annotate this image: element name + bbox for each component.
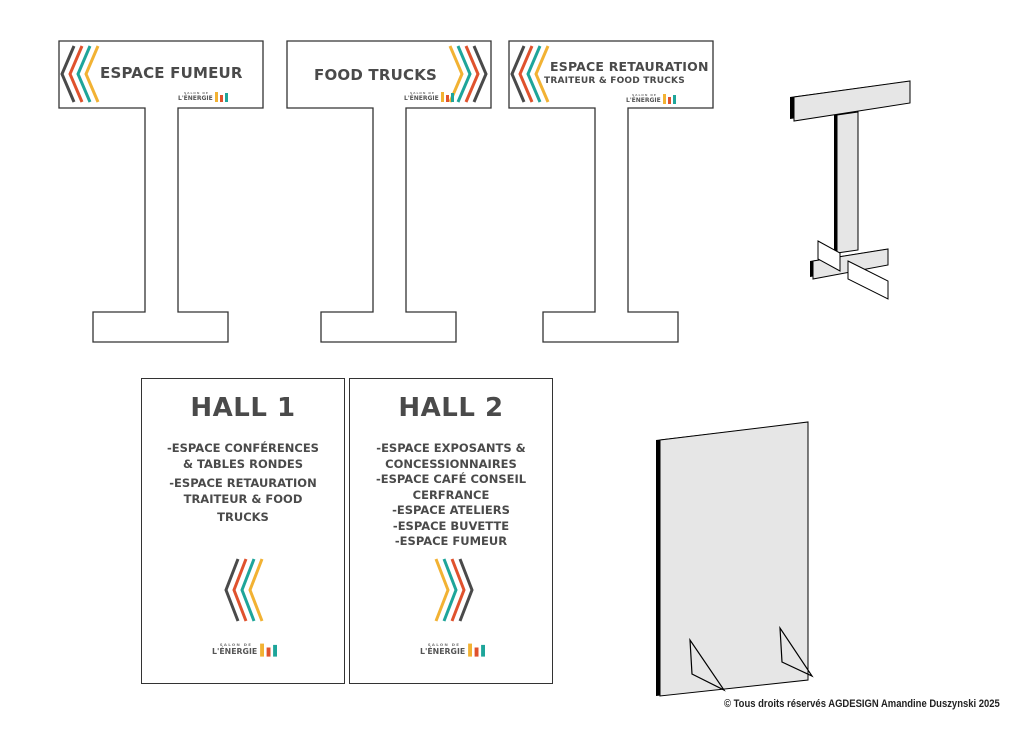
list-item: CERFRANCE — [412, 487, 490, 502]
sign-title: ESPACE FUMEUR — [100, 64, 243, 82]
hall-panel-2: HALL 2 -ESPACE EXPOSANTS & CONCESSIONNAI… — [349, 378, 553, 684]
chevron-right-icon — [434, 558, 474, 622]
sign-title: ESPACE RETAURATION — [550, 59, 709, 74]
list-item: TRAITEUR & FOOD — [183, 491, 303, 506]
list-item: TRUCKS — [217, 510, 269, 524]
hall-item-list: -ESPACE EXPOSANTS & CONCESSIONNAIRES -ES… — [358, 441, 544, 550]
sign-title: FOOD TRUCKS — [314, 66, 438, 84]
hall-title: HALL 1 — [190, 393, 296, 423]
chevron-left-icon — [60, 45, 100, 103]
hall-title: HALL 2 — [398, 393, 504, 423]
sign-espace-restauration: ESPACE RETAURATION TRAITEUR & FOOD TRUCK… — [508, 40, 714, 344]
chevron-right-icon — [448, 45, 488, 103]
sign-subtitle: TRAITEUR & FOOD TRUCKS — [544, 76, 685, 86]
list-item: -ESPACE BUVETTE — [392, 518, 510, 533]
sign-outline — [58, 40, 264, 343]
t-sign-3d-view — [790, 80, 911, 300]
hall-item-list: -ESPACE CONFÉRENCES & TABLES RONDES -ESP… — [150, 441, 336, 526]
list-item: -ESPACE EXPOSANTS & — [376, 441, 526, 455]
sign-outline — [508, 40, 714, 343]
copyright-notice: © Tous droits réservés AGDESIGN Amandine… — [724, 698, 1000, 710]
chevron-left-icon — [510, 45, 550, 103]
list-item: -ESPACE CAFÉ CONSEIL — [375, 472, 527, 486]
panel-3d-view — [656, 421, 814, 697]
list-item: & TABLES RONDES — [182, 456, 304, 471]
list-item: -ESPACE CONFÉRENCES — [167, 441, 319, 455]
hall-panel-1: HALL 1 -ESPACE CONFÉRENCES & TABLES ROND… — [141, 378, 345, 684]
sign-outline — [286, 40, 492, 343]
chevron-left-icon — [224, 558, 264, 622]
list-item: -ESPACE FUMEUR — [394, 534, 508, 548]
list-item: -ESPACE RETAURATION — [169, 476, 317, 490]
list-item: -ESPACE ATELIERS — [392, 503, 510, 517]
list-item: CONCESSIONNAIRES — [385, 456, 517, 471]
